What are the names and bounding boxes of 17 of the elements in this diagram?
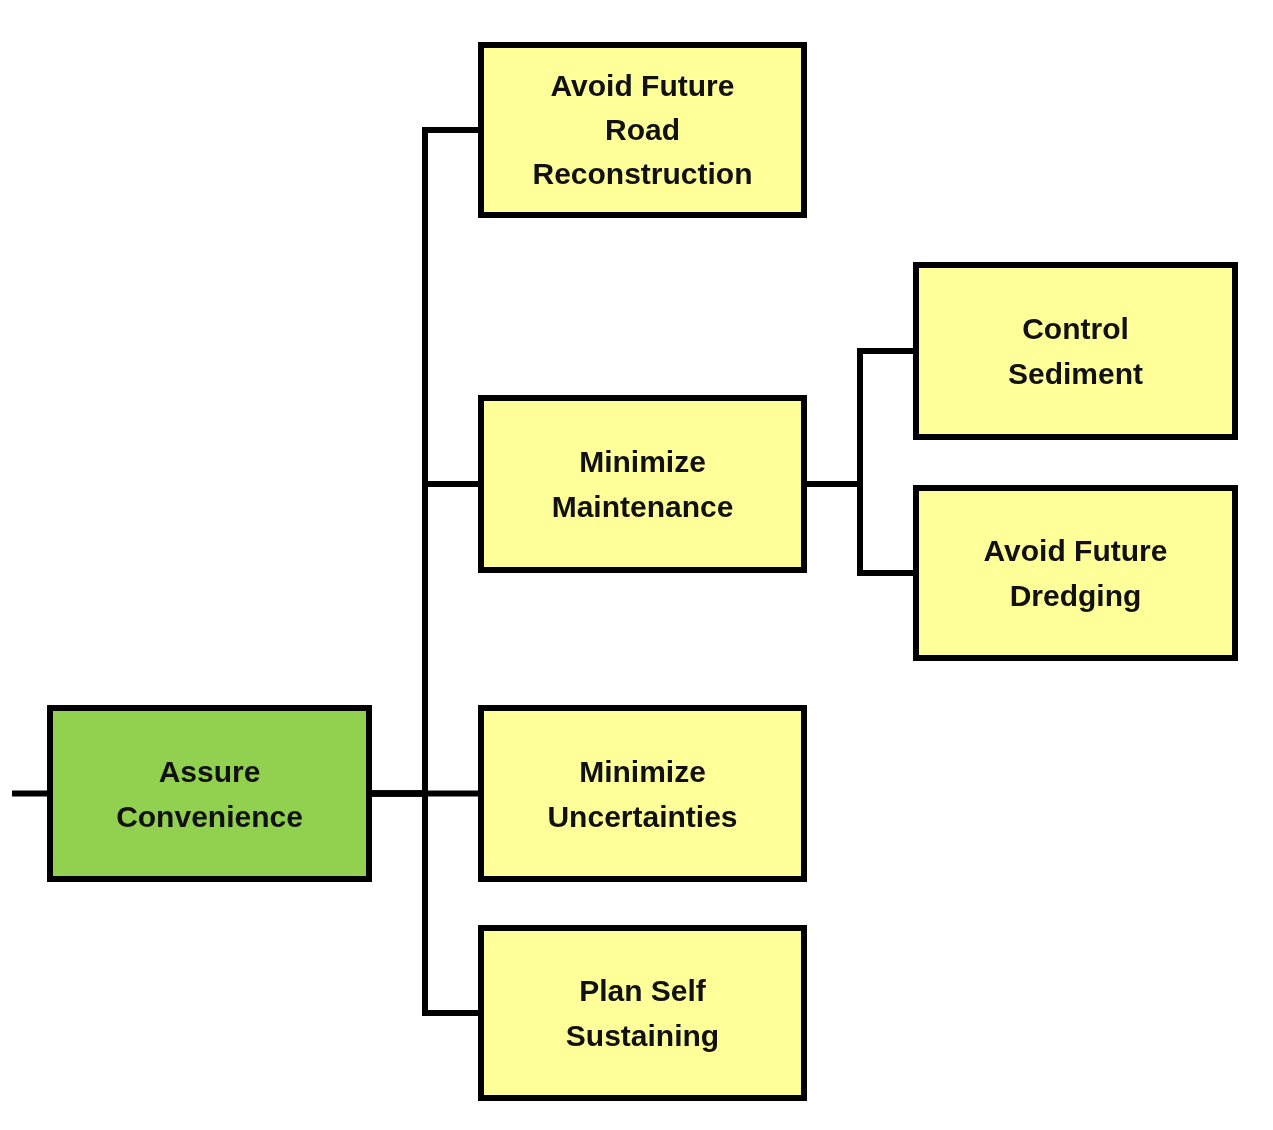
goal-box (913, 485, 1238, 661)
box-label: Avoid Future Dredging (983, 534, 1168, 612)
box-label: Minimize Uncertainties (547, 754, 738, 833)
box-label: Control Sediment (1008, 312, 1143, 390)
box-label: Avoid Future Road Reconstruction (532, 69, 753, 190)
box-label: Assure Convenience (116, 754, 303, 833)
goal-box (478, 705, 807, 882)
box-label: Plan Self Sustaining (565, 974, 720, 1052)
box-label: Minimize Maintenance (551, 445, 734, 523)
connector-line (807, 481, 913, 576)
goal-box (478, 925, 807, 1101)
connector-line (12, 790, 47, 797)
goal-box (478, 395, 807, 573)
connector-line (372, 790, 478, 1016)
goal-box (913, 262, 1238, 440)
goal-box (478, 42, 807, 218)
root-goal-box (47, 705, 372, 882)
